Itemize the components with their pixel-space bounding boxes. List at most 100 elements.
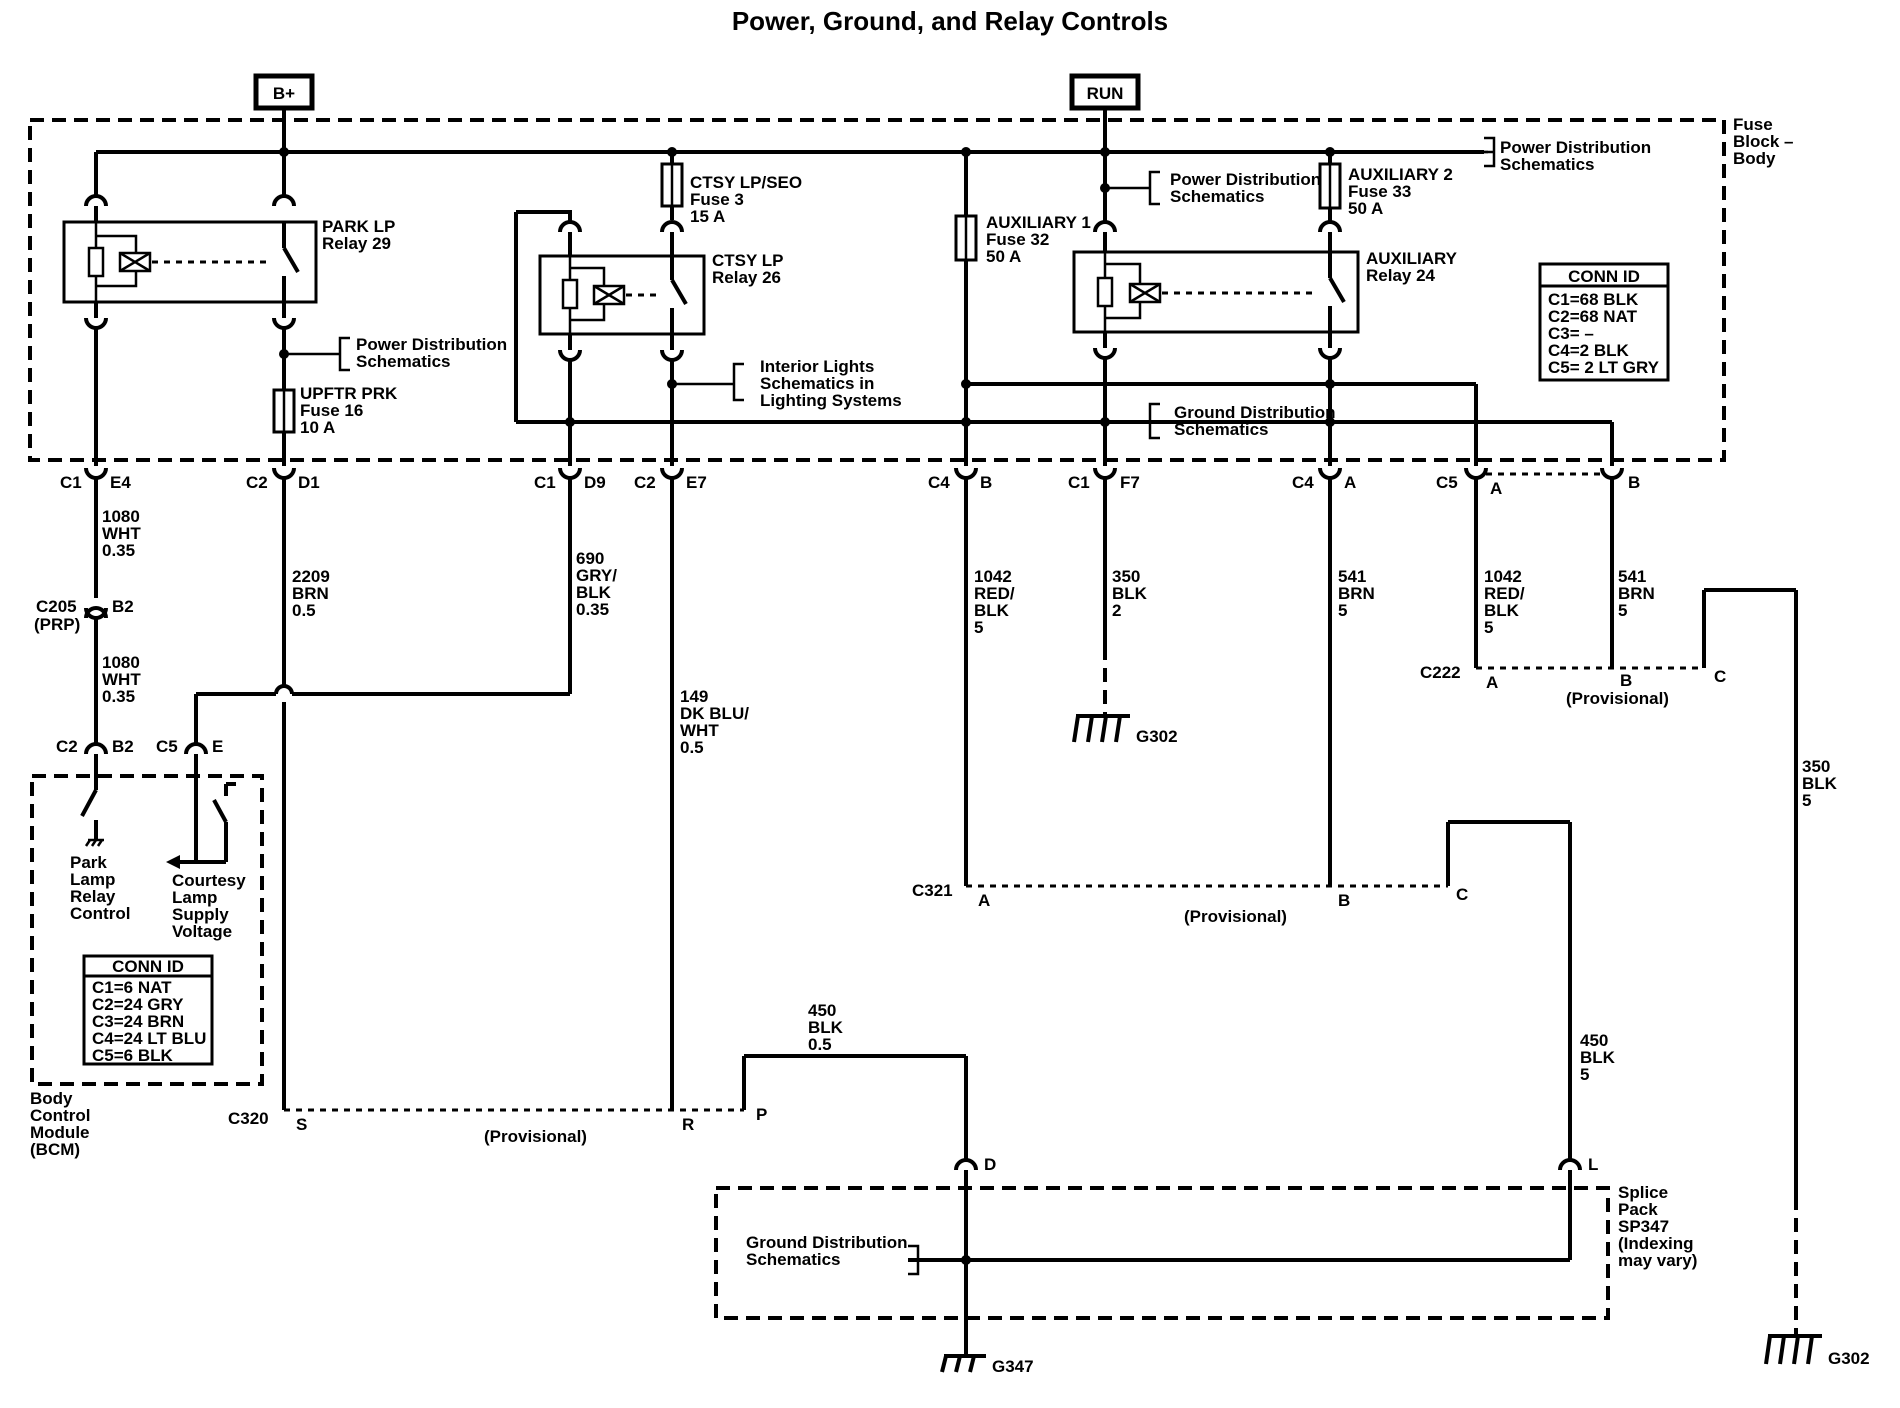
svg-text:5: 5 [974, 618, 983, 637]
bcm-connectors: C2 B2 C5 E [56, 737, 223, 756]
svg-text:BRN: BRN [1338, 584, 1375, 603]
svg-text:AUXILIARY: AUXILIARY [1366, 249, 1458, 268]
pds-ref-run: Power Distribution Schematics [1170, 170, 1321, 206]
svg-text:GRY/: GRY/ [576, 566, 617, 585]
bcm-conn-id: CONN ID C1=6 NAT C2=24 GRY C3=24 BRN C4=… [82, 954, 214, 1066]
svg-text:A: A [1486, 673, 1498, 692]
svg-text:E7: E7 [686, 473, 707, 492]
svg-text:Splice: Splice [1618, 1183, 1668, 1202]
svg-text:DK BLU/: DK BLU/ [680, 704, 749, 723]
svg-text:Body: Body [30, 1089, 73, 1108]
svg-text:Schematics: Schematics [1170, 187, 1265, 206]
svg-text:Control: Control [70, 904, 130, 923]
svg-text:Fuse 3: Fuse 3 [690, 190, 744, 209]
wire-541-right: 541 BRN 5 [1618, 567, 1655, 620]
bcm-label: Body Control Module (BCM) [30, 1089, 90, 1159]
auxiliary-relay: AUXILIARY Relay 24 [1072, 220, 1458, 360]
svg-text:Interior Lights: Interior Lights [760, 357, 874, 376]
svg-text:BLK: BLK [808, 1018, 844, 1037]
svg-text:0.5: 0.5 [292, 601, 316, 620]
wire-690: 690 GRY/ BLK 0.35 [576, 549, 617, 619]
svg-text:B: B [980, 473, 992, 492]
svg-text:BLK: BLK [1484, 601, 1520, 620]
svg-text:Schematics in: Schematics in [760, 374, 874, 393]
svg-text:B: B [1620, 671, 1632, 690]
svg-text:C5: C5 [1436, 473, 1458, 492]
ground-g302-left: G302 [1072, 712, 1178, 746]
connector-c205: C205 (PRP) B2 [34, 597, 134, 634]
svg-text:Lamp: Lamp [70, 870, 115, 889]
svg-text:A: A [1344, 473, 1356, 492]
svg-text:0.35: 0.35 [102, 541, 135, 560]
svg-text:C321: C321 [912, 881, 953, 900]
wire-541-left: 541 BRN 5 [1338, 567, 1375, 620]
svg-text:C2=68 NAT: C2=68 NAT [1548, 307, 1638, 326]
svg-text:C4: C4 [928, 473, 950, 492]
courtesy-lamp-relay: CTSY LP Relay 26 [516, 210, 783, 362]
svg-text:AUXILIARY 2: AUXILIARY 2 [1348, 165, 1453, 184]
svg-text:C: C [1714, 667, 1726, 686]
wire-350-right: 350 BLK 5 [1802, 757, 1838, 810]
svg-text:S: S [296, 1115, 307, 1134]
courtesy-lamp-fuse: CTSY LP/SEO Fuse 3 15 A [660, 152, 802, 226]
svg-text:Ground Distribution: Ground Distribution [746, 1233, 907, 1252]
svg-text:RED/: RED/ [974, 584, 1015, 603]
svg-text:Park: Park [70, 853, 107, 872]
svg-text:C1: C1 [60, 473, 82, 492]
svg-text:B2: B2 [112, 737, 134, 756]
fuse-block-conn-id: CONN ID C1=68 BLK C2=68 NAT C3= – C4=2 B… [1538, 262, 1670, 382]
svg-text:0.35: 0.35 [576, 600, 609, 619]
svg-text:Ground Distribution: Ground Distribution [1174, 403, 1335, 422]
svg-text:Fuse 32: Fuse 32 [986, 230, 1049, 249]
svg-text:D: D [984, 1155, 996, 1174]
svg-text:B2: B2 [112, 597, 134, 616]
svg-text:C4=2 BLK: C4=2 BLK [1548, 341, 1629, 360]
svg-text:350: 350 [1112, 567, 1140, 586]
wire-350-left: 350 BLK 2 [1112, 567, 1148, 620]
splice-pack-label: Splice Pack SP347 (Indexing may vary) [1618, 1183, 1697, 1270]
svg-text:D9: D9 [584, 473, 606, 492]
svg-text:CONN ID: CONN ID [1568, 267, 1640, 286]
svg-text:RED/: RED/ [1484, 584, 1525, 603]
interior-lights-ref: Interior Lights Schematics in Lighting S… [760, 357, 902, 410]
svg-text:CTSY LP/SEO: CTSY LP/SEO [690, 173, 802, 192]
svg-text:5: 5 [1484, 618, 1493, 637]
svg-text:C4=24 LT BLU: C4=24 LT BLU [92, 1029, 206, 1048]
svg-text:1080: 1080 [102, 653, 140, 672]
svg-text:5: 5 [1338, 601, 1347, 620]
svg-text:10 A: 10 A [300, 418, 335, 437]
svg-text:B: B [1338, 891, 1350, 910]
svg-text:2: 2 [1112, 601, 1121, 620]
svg-text:C2: C2 [246, 473, 268, 492]
svg-text:C3=24 BRN: C3=24 BRN [92, 1012, 184, 1031]
svg-text:C1=68 BLK: C1=68 BLK [1548, 290, 1639, 309]
svg-text:B+: B+ [273, 84, 295, 103]
wire-1042-right: 1042 RED/ BLK 5 [1484, 567, 1525, 637]
svg-text:5: 5 [1802, 791, 1811, 810]
svg-text:SP347: SP347 [1618, 1217, 1669, 1236]
auxiliary-2-fuse: AUXILIARY 2 Fuse 33 50 A [1318, 152, 1453, 222]
svg-text:PARK LP: PARK LP [322, 217, 395, 236]
svg-text:Fuse: Fuse [1733, 115, 1773, 134]
svg-text:(BCM): (BCM) [30, 1140, 80, 1159]
svg-text:Power Distribution: Power Distribution [1500, 138, 1651, 157]
svg-text:D1: D1 [298, 473, 320, 492]
svg-text:Power Distribution: Power Distribution [356, 335, 507, 354]
gds-ref-top: Ground Distribution Schematics [1174, 403, 1335, 439]
diagram-title: Power, Ground, and Relay Controls [732, 6, 1168, 36]
wire-1080-upper: 1080 WHT 0.35 [102, 507, 141, 560]
wire-2209: 2209 BRN 0.5 [292, 567, 330, 620]
svg-text:G347: G347 [992, 1357, 1034, 1376]
connector-c222: C222 A B C (Provisional) [1420, 654, 1726, 708]
bplus-source: B+ [253, 73, 315, 152]
svg-text:G302: G302 [1828, 1349, 1870, 1368]
svg-text:G302: G302 [1136, 727, 1178, 746]
svg-text:BRN: BRN [292, 584, 329, 603]
svg-text:(Provisional): (Provisional) [1184, 907, 1287, 926]
svg-text:Supply: Supply [172, 905, 229, 924]
svg-text:C205: C205 [36, 597, 77, 616]
auxiliary-1-fuse: AUXILIARY 1 Fuse 32 50 A [954, 152, 1091, 466]
svg-text:E: E [212, 737, 223, 756]
svg-text:450: 450 [808, 1001, 836, 1020]
svg-text:Relay 24: Relay 24 [1366, 266, 1436, 285]
